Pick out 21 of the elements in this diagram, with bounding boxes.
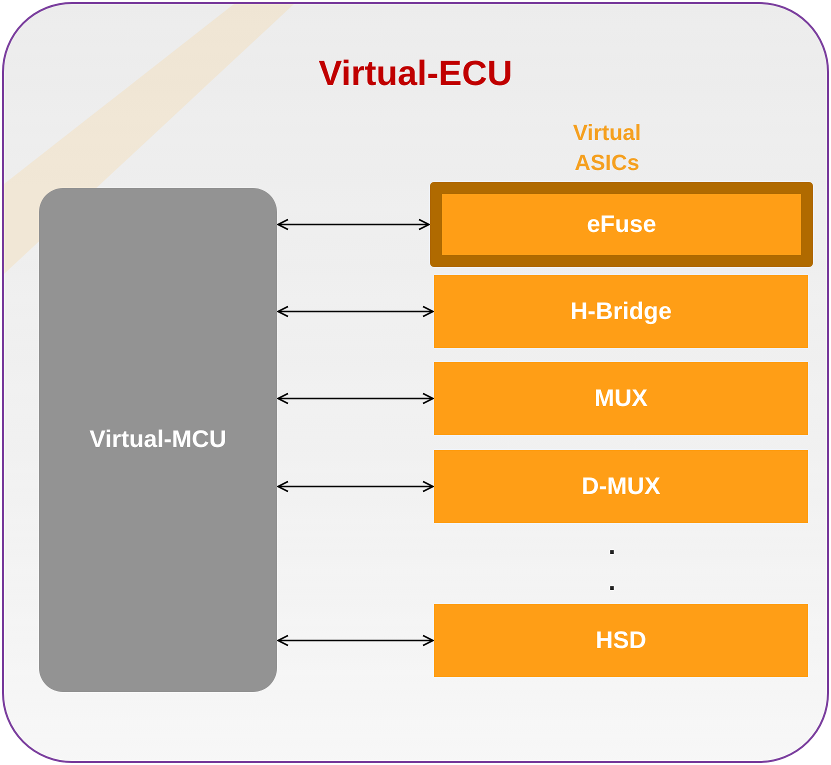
asic-block [434,275,808,348]
double-arrow [277,634,434,646]
block-label: MUX [594,384,648,412]
container-label: Virtual-ECU [318,54,512,94]
asic-block [434,450,808,523]
double-arrow [277,218,430,230]
ellipsis-dot: . [607,532,617,558]
block-label: H-Bridge [570,298,672,326]
mcu-block [39,188,277,692]
block-label: D-MUX [582,472,660,500]
double-arrow [277,392,434,404]
asic-block [434,604,808,677]
asic-block [430,182,813,267]
block-label: HSD [596,626,646,654]
block-label: eFuse [586,210,656,238]
block-label: Virtual-MCU [90,426,226,454]
double-arrow [277,306,434,318]
asic-block [434,362,808,435]
group-label: Virtual ASICs [572,119,642,177]
double-arrow [277,480,434,492]
ellipsis-dot: . [607,568,617,594]
